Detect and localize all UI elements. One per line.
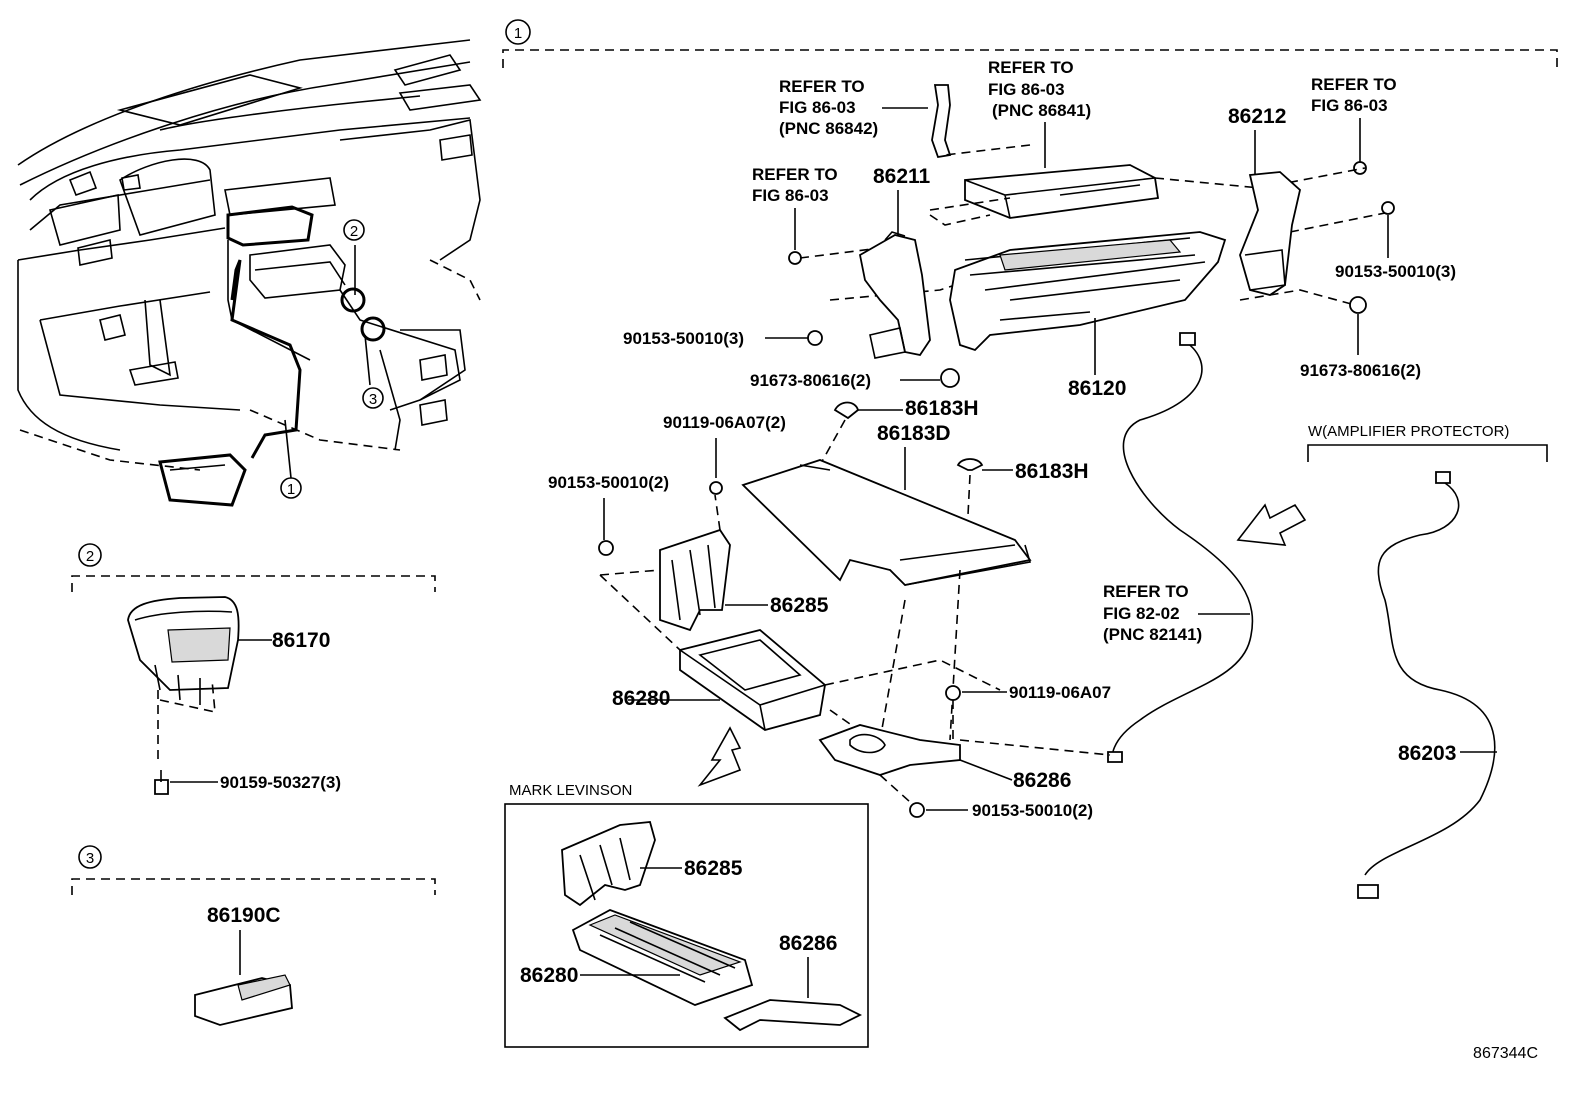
ref-fig8202-line3: (PNC 82141) xyxy=(1103,625,1202,644)
ref-fig8603-pnc86842-line1: REFER TO xyxy=(779,77,865,96)
part-90159-50327: 90159-50327(3) xyxy=(220,773,341,792)
overview-marker-3: 3 xyxy=(369,391,377,408)
part-86203: 86203 xyxy=(1398,742,1456,765)
section-3: 3 86190C xyxy=(71,845,436,1026)
note-mark-levinson: MARK LEVINSON xyxy=(509,782,632,799)
part-86212: 86212 xyxy=(1228,105,1286,128)
part-91673-80616-left: 91673-80616(2) xyxy=(750,371,871,390)
dashboard-overview: 2 3 1 xyxy=(17,39,482,507)
mark-levinson-box: MARK LEVINSON 86285 86280 86286 xyxy=(504,782,869,1048)
part-90153-50010-right: 90153-50010(3) xyxy=(1335,262,1456,281)
overview-marker-2: 2 xyxy=(350,223,358,240)
ref-fig8603-left-line2: FIG 86-03 xyxy=(752,186,829,205)
part-86190C: 86190C xyxy=(207,904,281,927)
part-90153-50010-bot: 90153-50010(2) xyxy=(972,801,1093,820)
part-90119-06A07-top: 90119-06A07(2) xyxy=(663,413,786,432)
overview-marker-1: 1 xyxy=(287,481,295,498)
diagram-id: 867344C xyxy=(1473,1045,1538,1062)
part-90153-50010-amp: 90153-50010(2) xyxy=(548,473,669,492)
harness-ref: REFER TO FIG 82-02 (PNC 82141) xyxy=(1103,503,1307,644)
ref-fig8603-pnc86841-line2: FIG 86-03 xyxy=(988,80,1065,99)
amplifier-assembly: 86183H 86183D 86183H 90119-06A07(2) 9015… xyxy=(548,397,1111,820)
part-86120: 86120 xyxy=(1068,377,1126,400)
ref-fig8603-pnc86842-line2: FIG 86-03 xyxy=(779,98,856,117)
note-amplifier-protector: W(AMPLIFIER PROTECTOR) xyxy=(1308,423,1509,440)
part-86286: 86286 xyxy=(1013,769,1071,792)
part-86280: 86280 xyxy=(612,687,670,710)
part-86170: 86170 xyxy=(272,629,330,652)
section-3-marker: 3 xyxy=(86,850,94,867)
ml-part-86280: 86280 xyxy=(520,964,578,987)
head-unit-assembly: REFER TO FIG 86-03 (PNC 86842) REFER TO … xyxy=(623,58,1456,763)
part-86211: 86211 xyxy=(873,165,931,188)
ref-fig8603-pnc86841-line1: REFER TO xyxy=(988,58,1074,77)
part-90153-50010-left: 90153-50010(3) xyxy=(623,329,744,348)
section-2-marker: 2 xyxy=(86,548,94,565)
ref-fig8603-right-line2: FIG 86-03 xyxy=(1311,96,1388,115)
section-2: 2 86170 90159-50327(3) xyxy=(71,543,436,795)
ref-fig8202-line1: REFER TO xyxy=(1103,582,1189,601)
part-86285: 86285 xyxy=(770,594,829,617)
part-86183D: 86183D xyxy=(877,422,951,445)
ref-fig8603-left-line1: REFER TO xyxy=(752,165,838,184)
part-86183H-top: 86183H xyxy=(905,397,979,420)
part-86183H-mid: 86183H xyxy=(1015,460,1089,483)
ref-fig8603-right-line1: REFER TO xyxy=(1311,75,1397,94)
ref-fig8202-line2: FIG 82-02 xyxy=(1103,604,1180,623)
amplifier-protector: W(AMPLIFIER PROTECTOR) 86203 xyxy=(1307,423,1548,899)
section-1: 1 xyxy=(502,19,1558,68)
section-1-marker: 1 xyxy=(514,25,522,42)
ml-part-86286: 86286 xyxy=(779,932,837,955)
part-90119-06A07-bot: 90119-06A07 xyxy=(1009,683,1111,702)
ref-fig8603-pnc86841-line3: (PNC 86841) xyxy=(992,101,1091,120)
ml-part-86285: 86285 xyxy=(684,857,743,880)
ref-fig8603-pnc86842-line3: (PNC 86842) xyxy=(779,119,878,138)
part-91673-80616-right: 91673-80616(2) xyxy=(1300,361,1421,380)
